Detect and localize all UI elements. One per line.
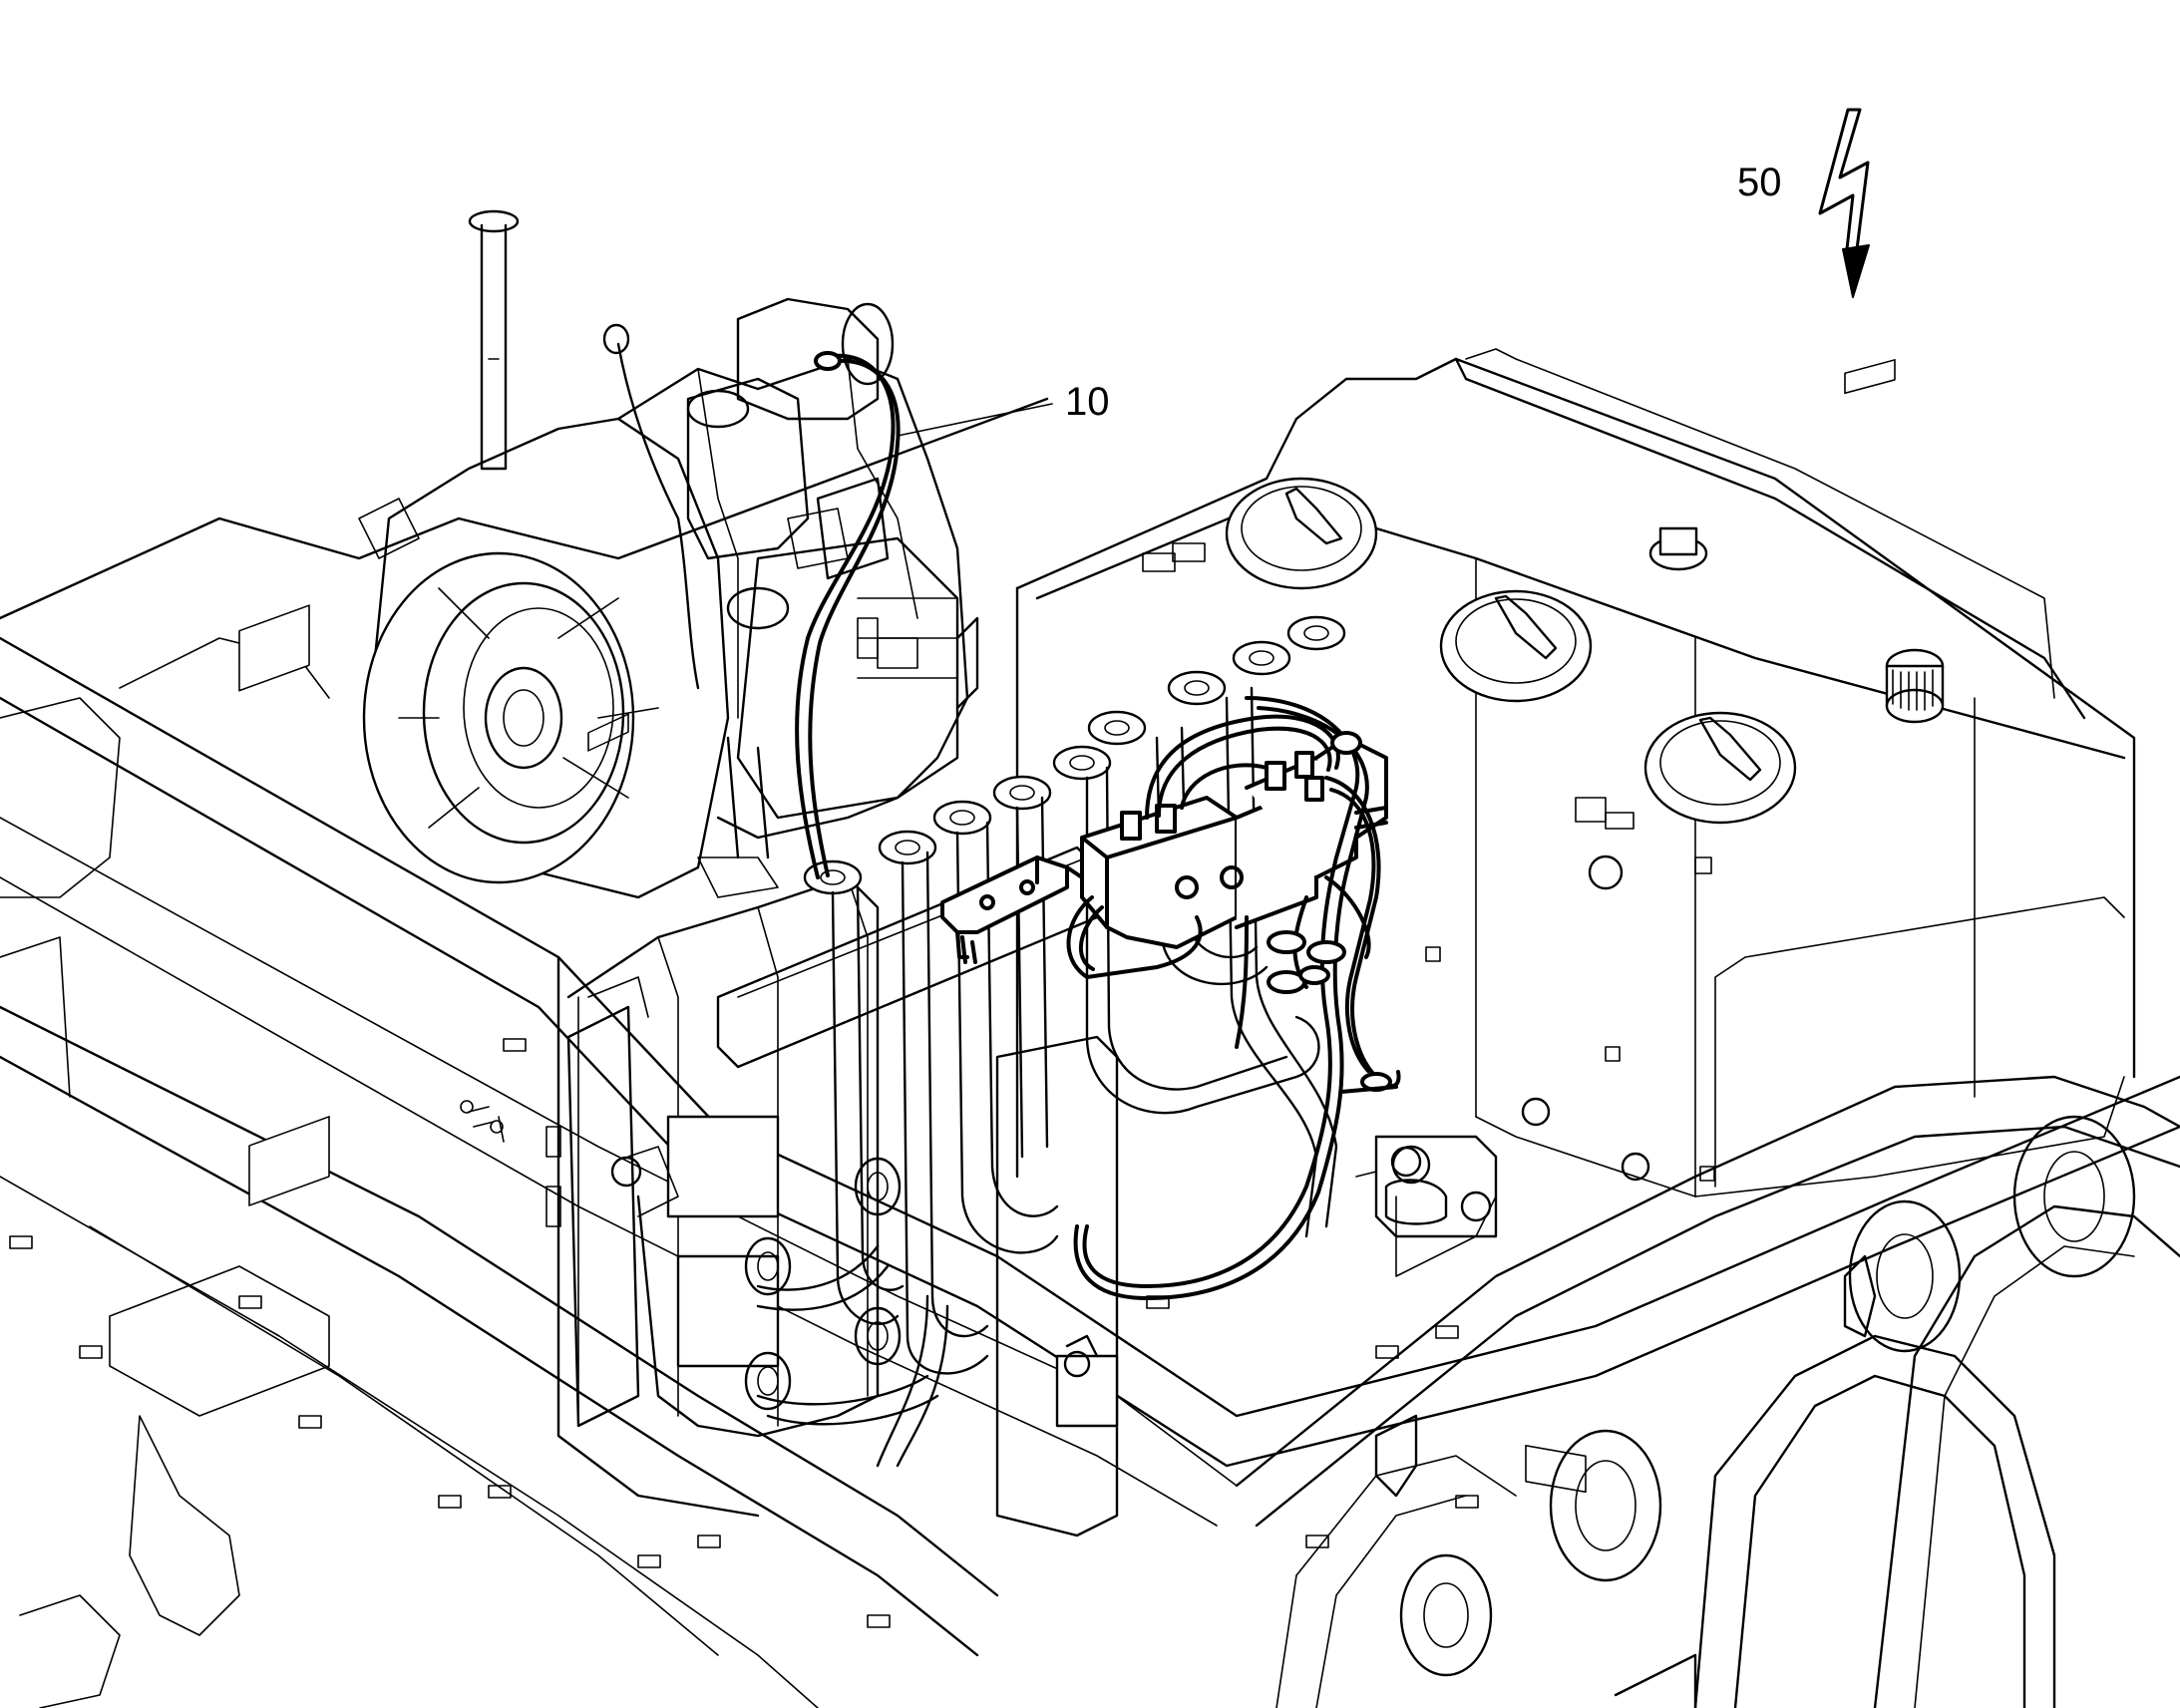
boom-assembly: [1235, 1075, 2180, 1708]
solenoid-valve-block: [940, 736, 1388, 964]
tank-cap-3: [1643, 711, 1797, 825]
pilot-hoses: [795, 351, 1401, 1300]
engine-pump-assembly: [358, 209, 979, 899]
callout-label-hose: 10: [1065, 380, 1110, 424]
lightning-bolt-arrow-icon: [1818, 108, 1870, 298]
control-valve-bank: [566, 615, 1346, 1537]
callout-electrical[interactable]: 50: [1737, 108, 1870, 298]
tank-cap-2: [1439, 589, 1593, 703]
dipstick: [468, 209, 520, 471]
tank-block: [1015, 348, 2136, 1494]
breather-filter: [1885, 648, 1945, 724]
callout-hose[interactable]: 10: [897, 380, 1110, 437]
support-plate: [460, 713, 679, 1428]
callout-label-electrical: 50: [1737, 161, 1782, 204]
manifold-flanges: [803, 615, 1346, 895]
callout-leader-line: [897, 403, 1053, 437]
mount-bracket: [1355, 1135, 1498, 1238]
main-frame: [0, 397, 2180, 1708]
tank-cap-1: [1225, 477, 1378, 590]
